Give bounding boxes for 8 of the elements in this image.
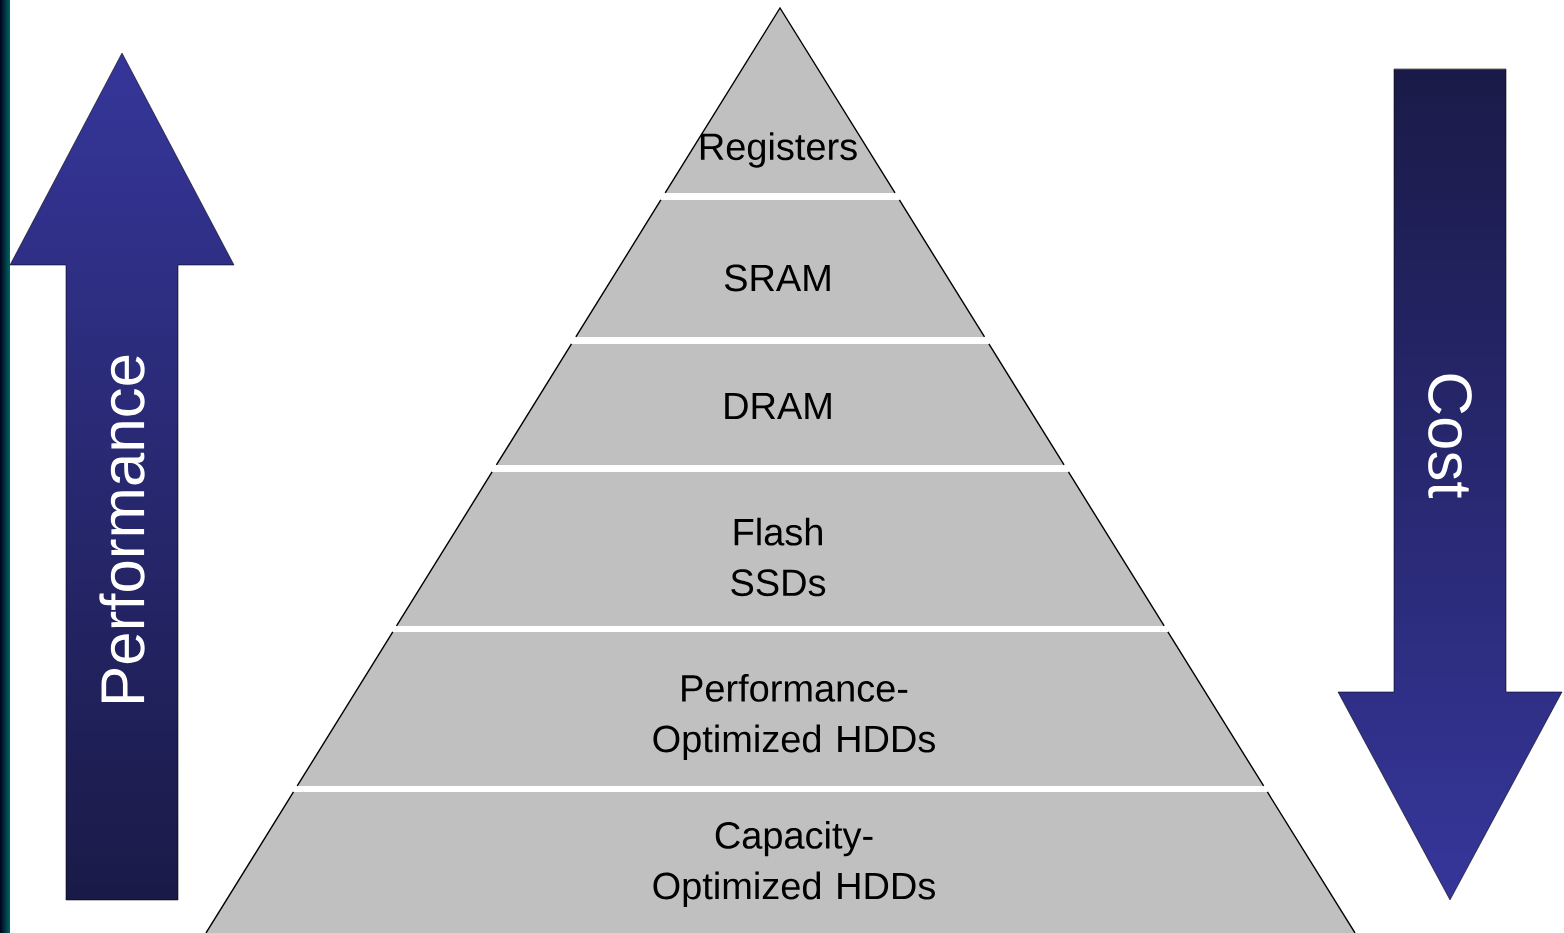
pyramid-band: Capacity-Optimized HDDs xyxy=(205,791,1356,933)
arrow-label: Cost xyxy=(1428,374,1472,499)
pyramid-band: Registers xyxy=(664,6,896,194)
pyramid-band: DRAM xyxy=(495,343,1065,466)
pyramid-band: SRAM xyxy=(575,199,986,338)
pyramid-band: Performance-Optimized HDDs xyxy=(296,631,1265,787)
arrow-label: Performance xyxy=(99,355,145,702)
pyramid-band: Flash SSDs xyxy=(395,471,1165,627)
